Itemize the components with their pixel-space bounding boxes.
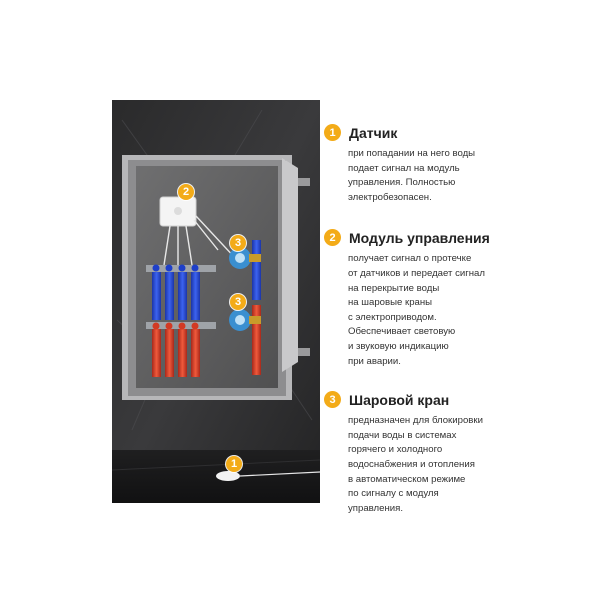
floor-line <box>112 459 320 471</box>
cold-riser <box>252 240 261 300</box>
legend-item-control-module: 2 Модуль управления получает сигнал о пр… <box>324 229 594 369</box>
badge-sensor: 1 <box>226 456 242 472</box>
cabinet-door <box>282 158 298 372</box>
legend-title: Датчик <box>349 124 398 141</box>
legend-number: 2 <box>324 229 341 247</box>
door-hinge-bottom <box>298 348 310 356</box>
legend-item-head: 1 Датчик <box>324 124 594 141</box>
leak-sensor <box>216 471 240 481</box>
badge-label: 2 <box>182 186 190 198</box>
control-module-indicator <box>174 207 182 215</box>
legend-item-head: 3 Шаровой кран <box>324 391 594 409</box>
hot-riser <box>252 305 261 375</box>
door-hinge-top <box>298 178 310 186</box>
legend-item-head: 2 Модуль управления <box>324 229 594 247</box>
hot-pipes <box>152 322 200 377</box>
ball-valve-top <box>229 247 261 269</box>
legend-number: 1 <box>324 124 341 141</box>
floor <box>112 450 320 503</box>
control-wires <box>163 215 238 266</box>
badge-label: 3 <box>234 296 242 308</box>
legend-title: Модуль управления <box>349 229 490 246</box>
badge-valve-top: 3 <box>230 235 246 251</box>
legend-item-ball-valve: 3 Шаровой кран предназначен для блокиров… <box>324 391 594 516</box>
badge-control-module: 2 <box>178 184 194 200</box>
legend-number: 3 <box>324 391 341 409</box>
installation-drawing <box>112 100 320 503</box>
legend: 1 Датчик при попадании на него воды пода… <box>324 124 594 516</box>
badge-valve-bottom: 3 <box>230 294 246 310</box>
sensor-cable <box>239 471 320 477</box>
legend-title: Шаровой кран <box>349 391 450 408</box>
cold-pipes <box>152 264 200 320</box>
ball-valve-bottom <box>229 309 261 331</box>
legend-item-sensor: 1 Датчик при попадании на него воды пода… <box>324 124 594 205</box>
legend-description: получает сигнал о протечке от датчиков и… <box>348 253 485 367</box>
installation-scene: 2 3 3 1 <box>112 100 320 503</box>
legend-description: при попадании на него воды подает сигнал… <box>348 148 476 203</box>
badge-label: 1 <box>230 458 238 470</box>
legend-description: предназначен для блокировки подачи воды … <box>348 415 483 514</box>
badge-label: 3 <box>234 237 242 249</box>
